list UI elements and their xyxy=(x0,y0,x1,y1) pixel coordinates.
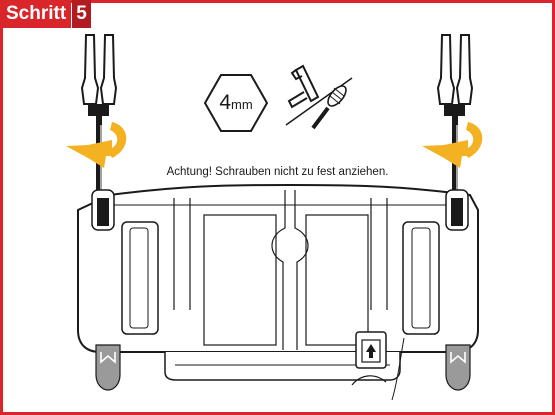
hex-size-icon xyxy=(203,74,269,132)
right-foot xyxy=(445,344,471,391)
left-rotate-arrow-icon xyxy=(66,122,127,168)
swing-seat-body xyxy=(77,183,479,386)
cable-line xyxy=(391,337,405,401)
tool-size-unit: mm xyxy=(231,97,253,112)
left-screw-mount xyxy=(91,189,115,231)
allen-key-icon xyxy=(287,64,320,109)
manual-screwdriver-icon xyxy=(311,85,347,130)
warning-text: Achtung! Schrauben nicht zu fest anziehe… xyxy=(166,166,389,178)
step-word: Schritt xyxy=(0,0,72,28)
left-foot xyxy=(95,344,121,391)
tool-size-label: 4mm xyxy=(205,91,267,115)
tool-size-value: 4 xyxy=(219,91,231,114)
right-screw-mount xyxy=(445,189,469,231)
step-number: 5 xyxy=(72,0,91,28)
right-rotate-arrow-icon xyxy=(422,122,483,168)
step-badge: Schritt 5 xyxy=(0,0,91,28)
